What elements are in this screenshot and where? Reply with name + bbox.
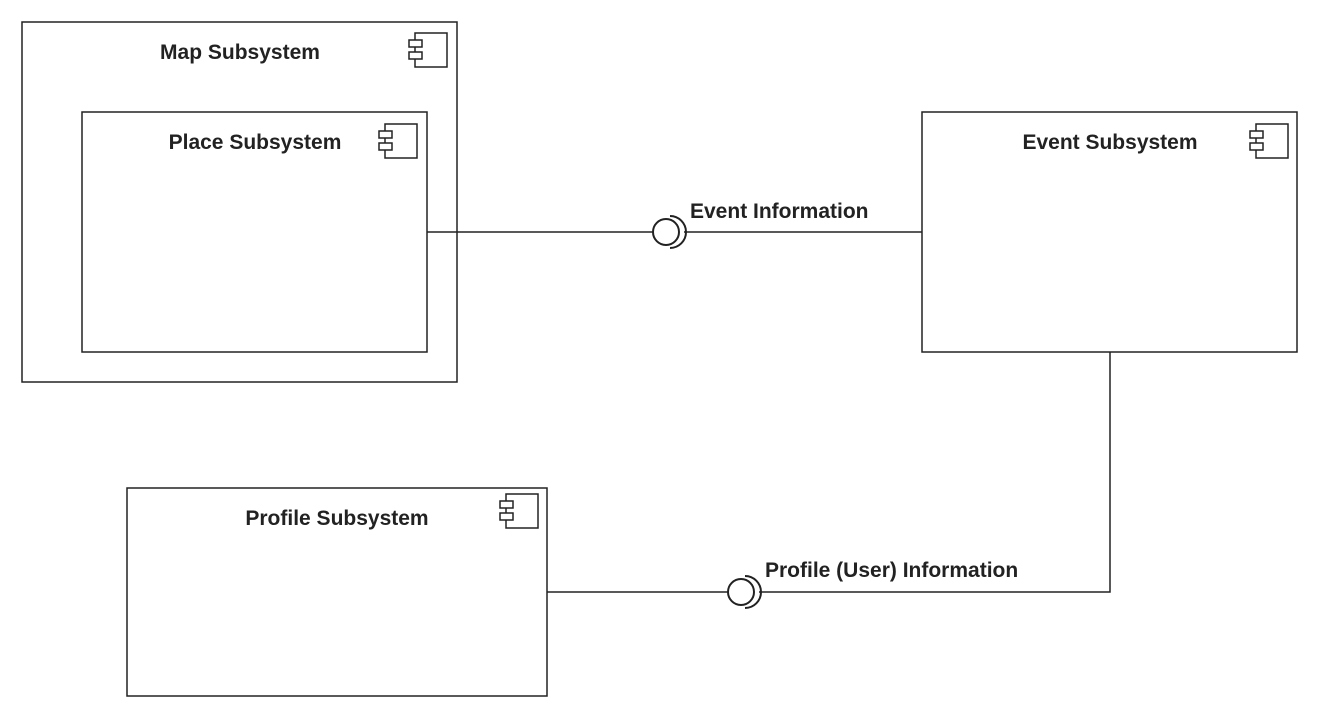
event-subsystem-box [921,111,1298,353]
profile-subsystem-component[interactable]: Profile Subsystem [126,487,548,697]
provided-interface-ball [652,218,680,246]
map-subsystem-component[interactable]: Map Subsystem Place Subsystem [21,21,458,383]
event-information-label: Event Information [690,200,869,223]
profile-information-label: Profile (User) Information [765,559,1018,582]
place-subsystem-component[interactable]: Place Subsystem [81,111,428,353]
event-information-interface[interactable]: Event Information [427,200,922,249]
provided-connector-line [759,352,1111,593]
event-subsystem-component[interactable]: Event Subsystem [921,111,1298,353]
event-subsystem-title: Event Subsystem [1022,131,1197,154]
component-icon [378,123,418,159]
provided-interface-ball [727,578,755,606]
component-icon [408,32,448,68]
place-subsystem-title: Place Subsystem [169,131,342,154]
profile-subsystem-box [126,487,548,697]
map-subsystem-title: Map Subsystem [160,41,320,64]
profile-subsystem-title: Profile Subsystem [245,507,428,530]
place-subsystem-box [81,111,428,353]
profile-information-interface[interactable]: Profile (User) Information [547,352,1111,609]
component-icon [1249,123,1289,159]
component-icon [499,493,539,529]
